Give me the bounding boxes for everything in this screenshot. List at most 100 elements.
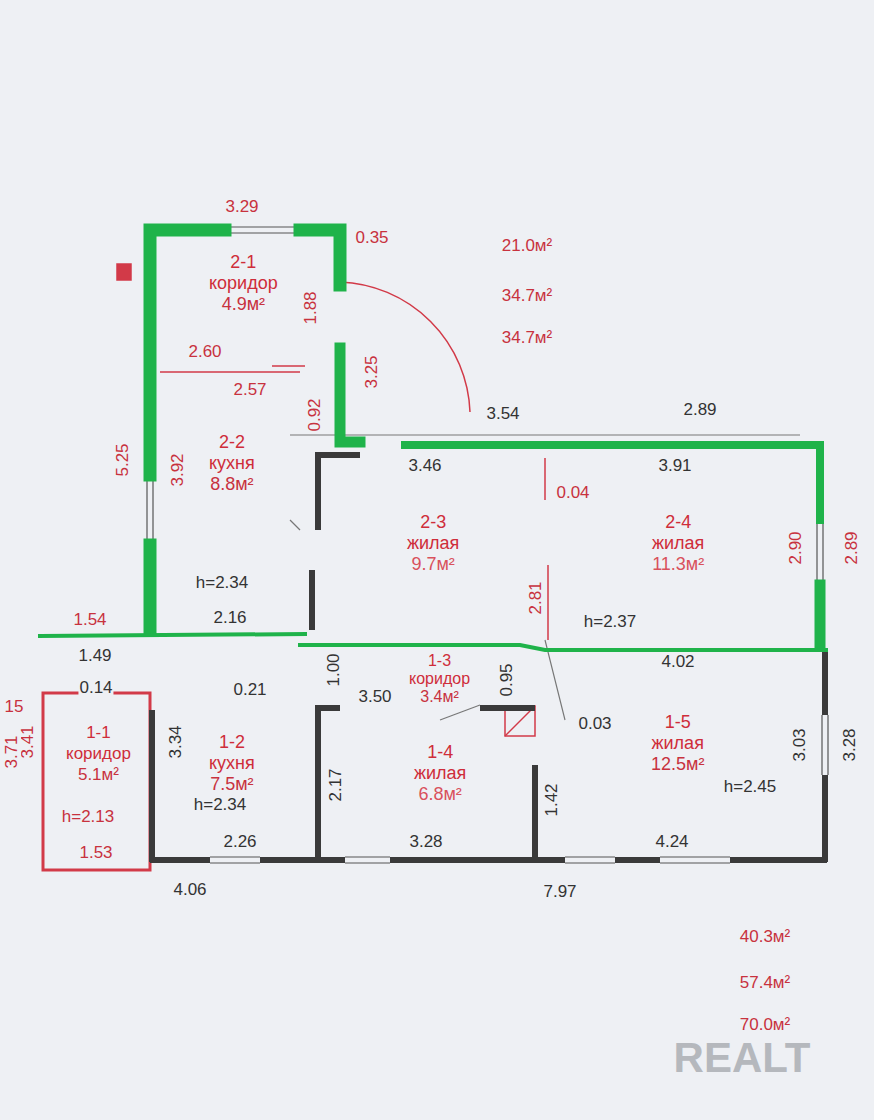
highlight-wall: [144, 545, 157, 630]
dimension: 2.57: [232, 381, 267, 399]
wall: [615, 857, 660, 863]
wall: [149, 710, 155, 862]
meter-symbol: [117, 264, 131, 280]
highlight-wall: [40, 634, 305, 636]
room-number: 1-5: [651, 712, 704, 733]
room-number: 2-4: [652, 512, 704, 533]
dimension: 4.24: [654, 833, 689, 851]
room: 2-1коридор4.9м²: [209, 252, 278, 315]
highlight-wall: [405, 445, 820, 520]
wall: [309, 570, 315, 630]
dimension: 3.03: [791, 727, 809, 762]
room-type: коридор: [409, 670, 470, 688]
dimension: 3.34: [167, 724, 185, 759]
dimension: 4.06: [172, 881, 207, 899]
wall: [822, 650, 828, 715]
window: [660, 862, 730, 863]
dimension: 1.49: [77, 647, 112, 665]
dimension: h=2.34: [195, 574, 249, 592]
dimension: 2.89: [843, 530, 861, 565]
room: 1-5жилая12.5м²: [651, 712, 704, 775]
dimension: 0.04: [555, 484, 590, 502]
window: [225, 232, 298, 233]
room-type: кухня: [209, 453, 255, 474]
wall: [822, 775, 828, 862]
dimension: 1.53: [78, 844, 113, 862]
window: [225, 226, 298, 227]
dim-line: [290, 434, 800, 435]
dimension: 3.28: [408, 833, 443, 851]
room: 2-3жилая9.7м²: [407, 512, 459, 575]
room: 2-4жилая11.3м²: [652, 512, 704, 575]
dimension: 2.16: [212, 609, 247, 627]
dimension: h=2.34: [193, 796, 247, 814]
area-total: 70.0м²: [739, 1016, 791, 1034]
area-total: 34.7м²: [501, 329, 553, 347]
dimension: 1.00: [325, 652, 343, 687]
room-type: жилая: [407, 533, 459, 554]
room-area: 9.7м²: [407, 554, 459, 575]
dimension: 3.29: [224, 198, 259, 216]
room-area: 11.3м²: [652, 554, 704, 575]
dimension: 0.92: [306, 397, 324, 432]
room-number: 2-1: [209, 252, 278, 273]
dimension: 7.97: [542, 883, 577, 901]
dimension: h=2.37: [583, 613, 637, 631]
dim-line: [544, 458, 546, 500]
window: [821, 715, 822, 775]
room-type: жилая: [652, 533, 704, 554]
wall: [150, 857, 210, 863]
room: 1-3коридор3.4м²: [409, 652, 470, 706]
dimension: 3.25: [363, 354, 381, 389]
room-type: жилая: [414, 763, 466, 784]
dimension: 1.88: [302, 290, 320, 325]
dim-line: [547, 565, 549, 640]
dimension: 3.91: [657, 457, 692, 475]
dimension: 1.54: [72, 611, 107, 629]
area-total: 57.4м²: [739, 974, 791, 992]
window: [146, 475, 147, 545]
wall: [480, 705, 535, 711]
room: 2-2кухня8.8м²: [209, 432, 255, 495]
wall: [390, 857, 565, 863]
dim-line: [272, 365, 305, 367]
room-number: 1-2: [209, 732, 255, 753]
dimension: 3.28: [841, 727, 859, 762]
dimension: 2.81: [527, 580, 545, 615]
area-total: 40.3м²: [739, 928, 791, 946]
window: [210, 856, 260, 857]
room-type: коридор: [209, 273, 278, 294]
room: 1-2кухня7.5м²: [209, 732, 255, 795]
dimension: 5.25: [114, 442, 132, 477]
room-number: 1-1: [66, 722, 131, 743]
dimension: 0.03: [577, 715, 612, 733]
watermark: REALT: [673, 1035, 812, 1081]
wall: [532, 765, 538, 858]
window: [827, 715, 828, 775]
room-type: жилая: [651, 733, 704, 754]
dimension: 0.14: [78, 679, 113, 697]
dimension: 2.90: [787, 530, 805, 565]
room-outline: [43, 693, 150, 870]
room-area: 6.8м²: [414, 784, 466, 805]
window: [816, 520, 817, 580]
window: [345, 862, 390, 863]
dimension: 0.95: [498, 662, 516, 697]
dimension: 4.02: [660, 653, 695, 671]
door-arc: [340, 282, 470, 412]
highlight-wall: [340, 348, 360, 442]
dimension: 15: [4, 698, 25, 716]
leader-line: [440, 705, 480, 720]
room-number: 1-4: [414, 742, 466, 763]
dimension: 2.89: [682, 401, 717, 419]
dimension: 3.71: [3, 734, 21, 769]
dimension: 2.60: [187, 343, 222, 361]
dimension: 1.42: [543, 782, 561, 817]
dimension: 3.54: [485, 405, 520, 423]
room-number: 1-3: [409, 652, 470, 670]
window: [345, 856, 390, 857]
wall: [730, 857, 827, 863]
room-type: кухня: [209, 753, 255, 774]
room: 1-4жилая6.8м²: [414, 742, 466, 805]
